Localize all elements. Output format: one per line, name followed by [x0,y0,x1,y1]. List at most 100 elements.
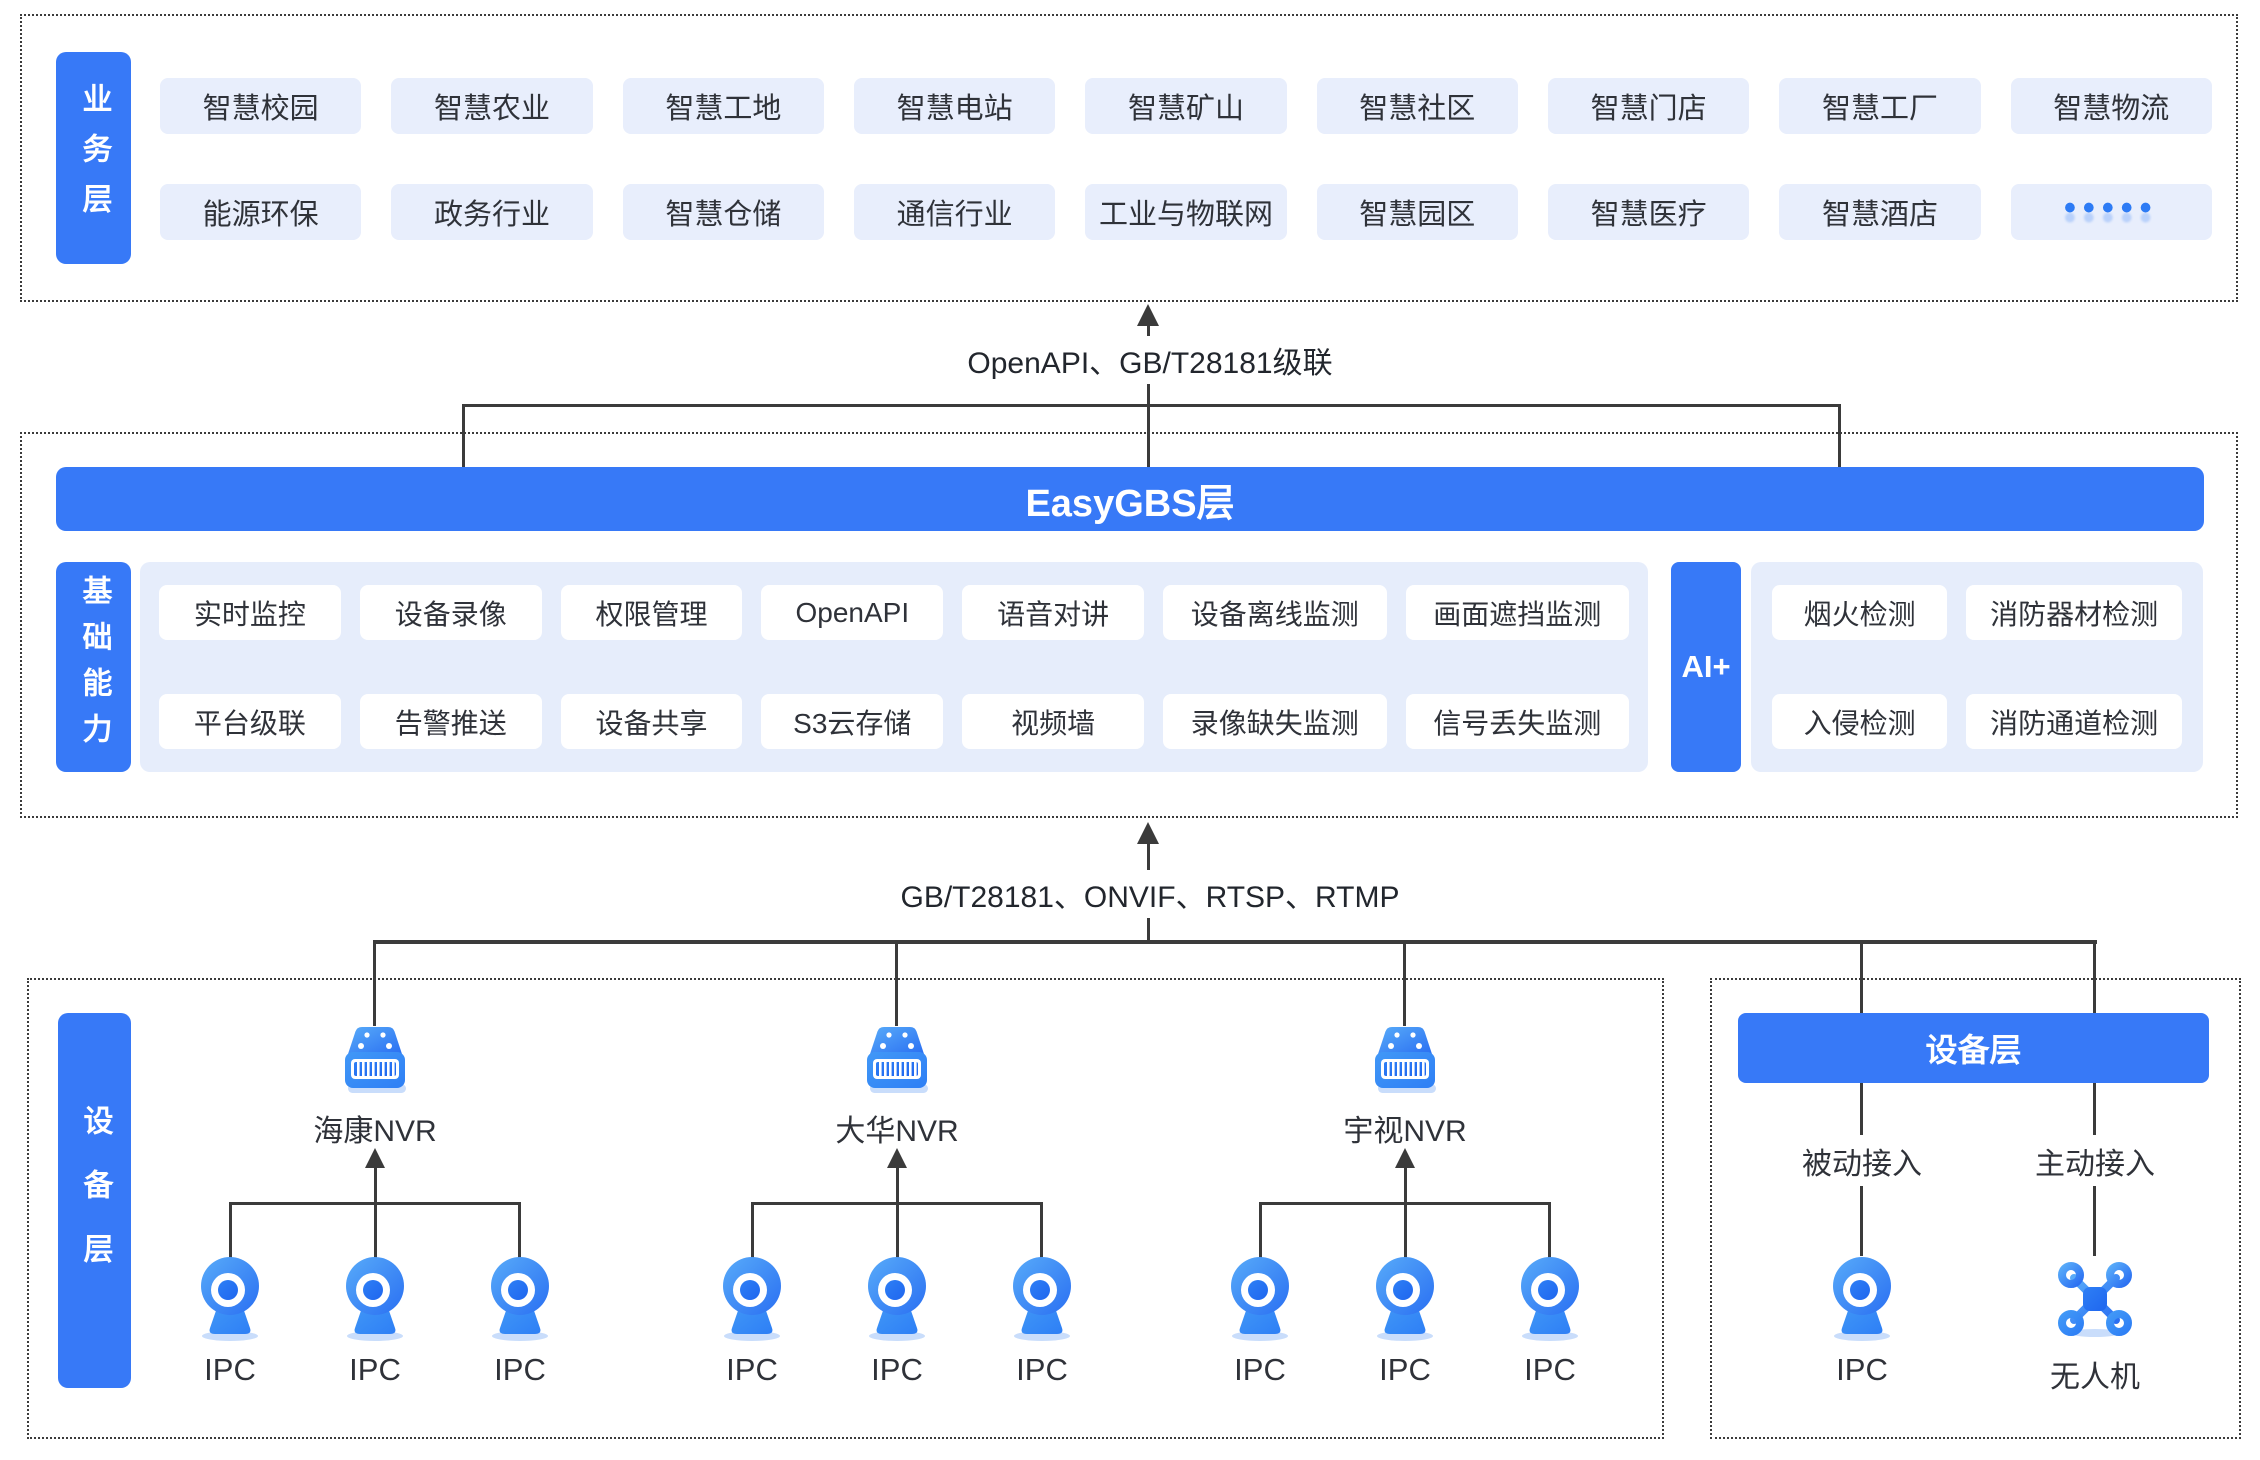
connector-line [895,944,898,1026]
business-chip: 能源环保 [160,184,362,240]
ipc-camera-icon [1376,1257,1434,1341]
capability-row-1: 实时监控 设备录像 权限管理 OpenAPI 语音对讲 设备离线监测 画面遮挡监… [159,585,1630,640]
drone-label: 无人机 [2050,1361,2140,1394]
connector-protocol-label: GB/T28181、ONVIF、RTSP、RTMP [884,870,1416,918]
connector-line [374,1166,377,1260]
easygbs-banner: EasyGBS层 [56,467,2204,531]
business-chip: 智慧园区 [1316,184,1518,240]
ipc-label: IPC [1016,1352,1068,1387]
business-chip: 工业与物联网 [1085,184,1287,240]
business-chip: 通信行业 [853,184,1056,240]
nvr-label: 大华NVR [835,1115,959,1148]
ipc-camera-icon [723,1257,781,1341]
ipc-camera-icon [1833,1257,1891,1341]
ai-row-2: 入侵检测 消防通道检测 [1772,694,2182,749]
business-chip: 智慧物流 [2010,78,2212,134]
connector-line [1548,1202,1551,1260]
connector-line [2093,1186,2096,1256]
business-chip: 智慧医疗 [1547,184,1750,240]
ipc-label: IPC [726,1352,778,1387]
business-chip: 智慧社区 [1316,78,1518,134]
ipc-label: IPC [1836,1352,1888,1387]
ai-row-1: 烟火检测 消防器材检测 [1772,585,2182,640]
connector-line [462,404,1841,407]
capability-chip: 视频墙 [962,694,1144,749]
arrow-up-icon [365,1148,385,1168]
business-chip: 智慧校园 [160,78,362,134]
connector-line [1860,944,1863,1014]
nvr-icon [345,1027,406,1093]
ipc-camera-icon [1013,1257,1071,1341]
capability-chip: 平台级联 [159,694,341,749]
connector-line [1147,324,1150,467]
ipc-label: IPC [1524,1352,1576,1387]
ipc-camera-icon [868,1257,926,1341]
business-chip: 智慧工厂 [1779,78,1981,134]
capability-chip: 信号丢失监测 [1405,694,1630,749]
arrow-up-icon [1137,822,1159,844]
business-chip-more: ••••• [2010,184,2212,240]
connector-line [1860,1186,1863,1256]
connector-line [1040,1202,1043,1260]
capability-chip: S3云存储 [761,694,944,749]
business-chip: 智慧仓储 [622,184,824,240]
capability-label: 基础能力 [56,562,131,772]
ipc-label: IPC [871,1352,923,1387]
ai-plus-label: AI+ [1671,562,1741,772]
device-layer-label: 设备层 [58,1013,131,1388]
ipc-label: IPC [1234,1352,1286,1387]
capability-chip: 权限管理 [560,585,743,640]
capability-row-2: 平台级联 告警推送 设备共享 S3云存储 视频墙 录像缺失监测 信号丢失监测 [159,694,1630,749]
arrow-up-icon [887,1148,907,1168]
device-layer-banner: 设备层 [1738,1013,2209,1083]
connector-line [1860,1083,1863,1135]
connector-line [1403,944,1406,1026]
ai-chip: 入侵检测 [1772,694,1948,749]
connector-line [896,1166,899,1260]
nvr-icon [1375,1027,1436,1093]
nvr-label: 海康NVR [313,1115,437,1148]
business-layer-label: 业务层 [56,52,131,264]
ipc-label: IPC [204,1352,256,1387]
business-chip: 智慧门店 [1547,78,1750,134]
connector-line [751,1202,1043,1205]
business-layer-box [20,14,2238,302]
ai-chip: 消防通道检测 [1966,694,2182,749]
ipc-label: IPC [349,1352,401,1387]
nvr-label: 宇视NVR [1343,1115,1467,1148]
connector-line [1404,1166,1407,1260]
connector-line [462,404,465,468]
nvr-icon [867,1027,928,1093]
connector-line [518,1202,521,1260]
ipc-camera-icon [201,1257,259,1341]
connector-line [2093,1083,2096,1135]
business-chip: 智慧矿山 [1085,78,1287,134]
business-chip: 智慧酒店 [1779,184,1981,240]
ipc-label: IPC [494,1352,546,1387]
ipc-camera-icon [1521,1257,1579,1341]
connector-line [373,940,2097,944]
passive-access-label: 被动接入 [1802,1148,1922,1181]
business-chip: 政务行业 [391,184,593,240]
ipc-camera-icon [491,1257,549,1341]
business-row-2: 能源环保 政务行业 智慧仓储 通信行业 工业与物联网 智慧园区 智慧医疗 智慧酒… [160,184,2212,240]
active-access-label: 主动接入 [2035,1148,2155,1181]
connector-line [1259,1202,1262,1260]
drone-icon [2058,1262,2132,1337]
arrow-up-icon [1395,1148,1415,1168]
ipc-label: IPC [1379,1352,1431,1387]
capability-chip: 设备录像 [359,585,542,640]
ipc-camera-icon [1231,1257,1289,1341]
ipc-camera-icon [346,1257,404,1341]
connector-line [751,1202,754,1260]
connector-line [373,944,376,1026]
ai-chip: 消防器材检测 [1966,585,2182,640]
connector-line [2093,944,2096,1014]
ai-chip: 烟火检测 [1772,585,1948,640]
connector-line [229,1202,521,1205]
capability-chip: 录像缺失监测 [1162,694,1387,749]
connector-line [1259,1202,1551,1205]
connector-openapi-label: OpenAPI、GB/T28181级联 [951,336,1349,384]
connector-line [1838,404,1841,468]
